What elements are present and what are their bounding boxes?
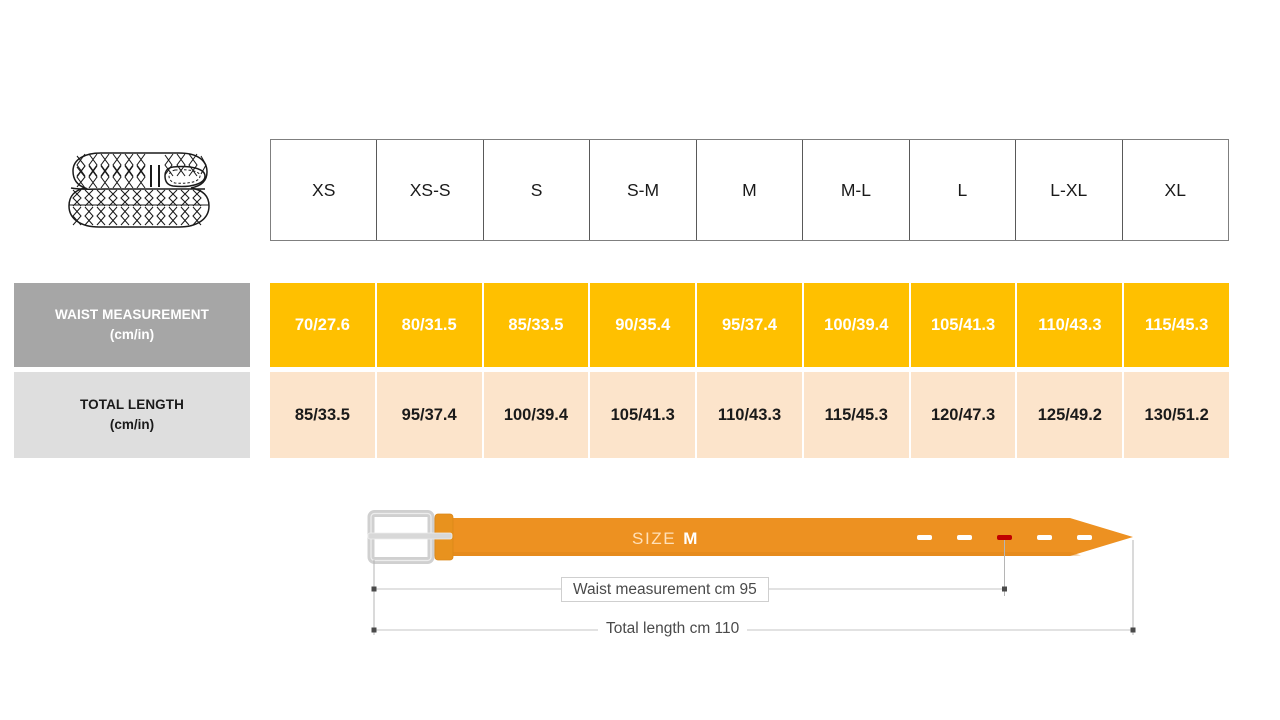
waist-dimension-label: Waist measurement cm 95 — [561, 577, 769, 602]
length-value-cell: 115/45.3 — [804, 372, 911, 458]
size-header-cell: XS-S — [377, 140, 484, 240]
length-value-cell: 110/43.3 — [697, 372, 804, 458]
length-value-cell: 85/33.5 — [270, 372, 377, 458]
waist-value-cell: 85/33.5 — [484, 283, 591, 367]
length-label-line1: TOTAL LENGTH — [80, 397, 184, 413]
total-length-dimension-label: Total length cm 110 — [598, 618, 748, 640]
length-value-cell: 120/47.3 — [911, 372, 1018, 458]
size-header-cell: M — [697, 140, 804, 240]
waist-value-cell: 80/31.5 — [377, 283, 484, 367]
size-header-cell: M-L — [803, 140, 910, 240]
woven-belt-illustration — [55, 143, 217, 241]
total-length-dimension-line — [371, 627, 1136, 633]
belt-hole — [1037, 535, 1052, 540]
waist-label-line1: WAIST MEASUREMENT — [55, 307, 209, 323]
belt-hole — [917, 535, 932, 540]
length-value-cell: 125/49.2 — [1017, 372, 1125, 458]
waist-value-cell: 100/39.4 — [804, 283, 911, 367]
belt-hole — [1077, 535, 1092, 540]
waist-value-cell: 95/37.4 — [697, 283, 804, 367]
length-value-cell: 95/37.4 — [377, 372, 484, 458]
length-value-cell: 130/51.2 — [1144, 405, 1209, 424]
waist-value-cell: 70/27.6 — [270, 283, 377, 367]
size-header-cell: XL — [1164, 179, 1186, 200]
length-value-cell: 100/39.4 — [484, 372, 591, 458]
waist-value-cell: 110/43.3 — [1017, 283, 1125, 367]
waist-label-line2: (cm/in) — [109, 327, 155, 342]
size-header-cell: XS — [271, 140, 378, 240]
size-header-cell: L-XL — [1016, 140, 1123, 240]
waist-value-cell: 90/35.4 — [590, 283, 698, 367]
total-length-label: TOTAL LENGTH (cm/in) — [14, 372, 250, 458]
belt-hole — [957, 535, 972, 540]
waist-measurement-label: WAIST MEASUREMENT (cm/in) — [14, 283, 250, 367]
total-length-row: TOTAL LENGTH (cm/in) 85/33.5 95/37.4 100… — [0, 372, 1280, 458]
belt-hole-active — [997, 535, 1012, 540]
total-length-cells: 85/33.5 95/37.4 100/39.4 105/41.3 110/43… — [270, 372, 1229, 458]
belt-measurement-diagram — [355, 500, 1155, 650]
length-value-cell: 105/41.3 — [590, 372, 698, 458]
belt-strap — [430, 518, 1133, 556]
waist-measurement-cells: 70/27.6 80/31.5 85/33.5 90/35.4 95/37.4 … — [270, 283, 1229, 367]
waist-value-cell: 115/45.3 — [1144, 315, 1209, 334]
size-header-cell: S-M — [590, 140, 697, 240]
buckle-prong — [367, 532, 453, 540]
length-label-line2: (cm/in) — [109, 417, 155, 432]
waist-measurement-row: WAIST MEASUREMENT (cm/in) 70/27.6 80/31.… — [0, 283, 1280, 367]
size-header-row: XS XS-S S S-M M M-L L L-XL XL — [270, 139, 1229, 241]
waist-value-cell: 105/41.3 — [911, 283, 1018, 367]
size-header-cell: S — [484, 140, 591, 240]
size-header-cell: L — [910, 140, 1017, 240]
